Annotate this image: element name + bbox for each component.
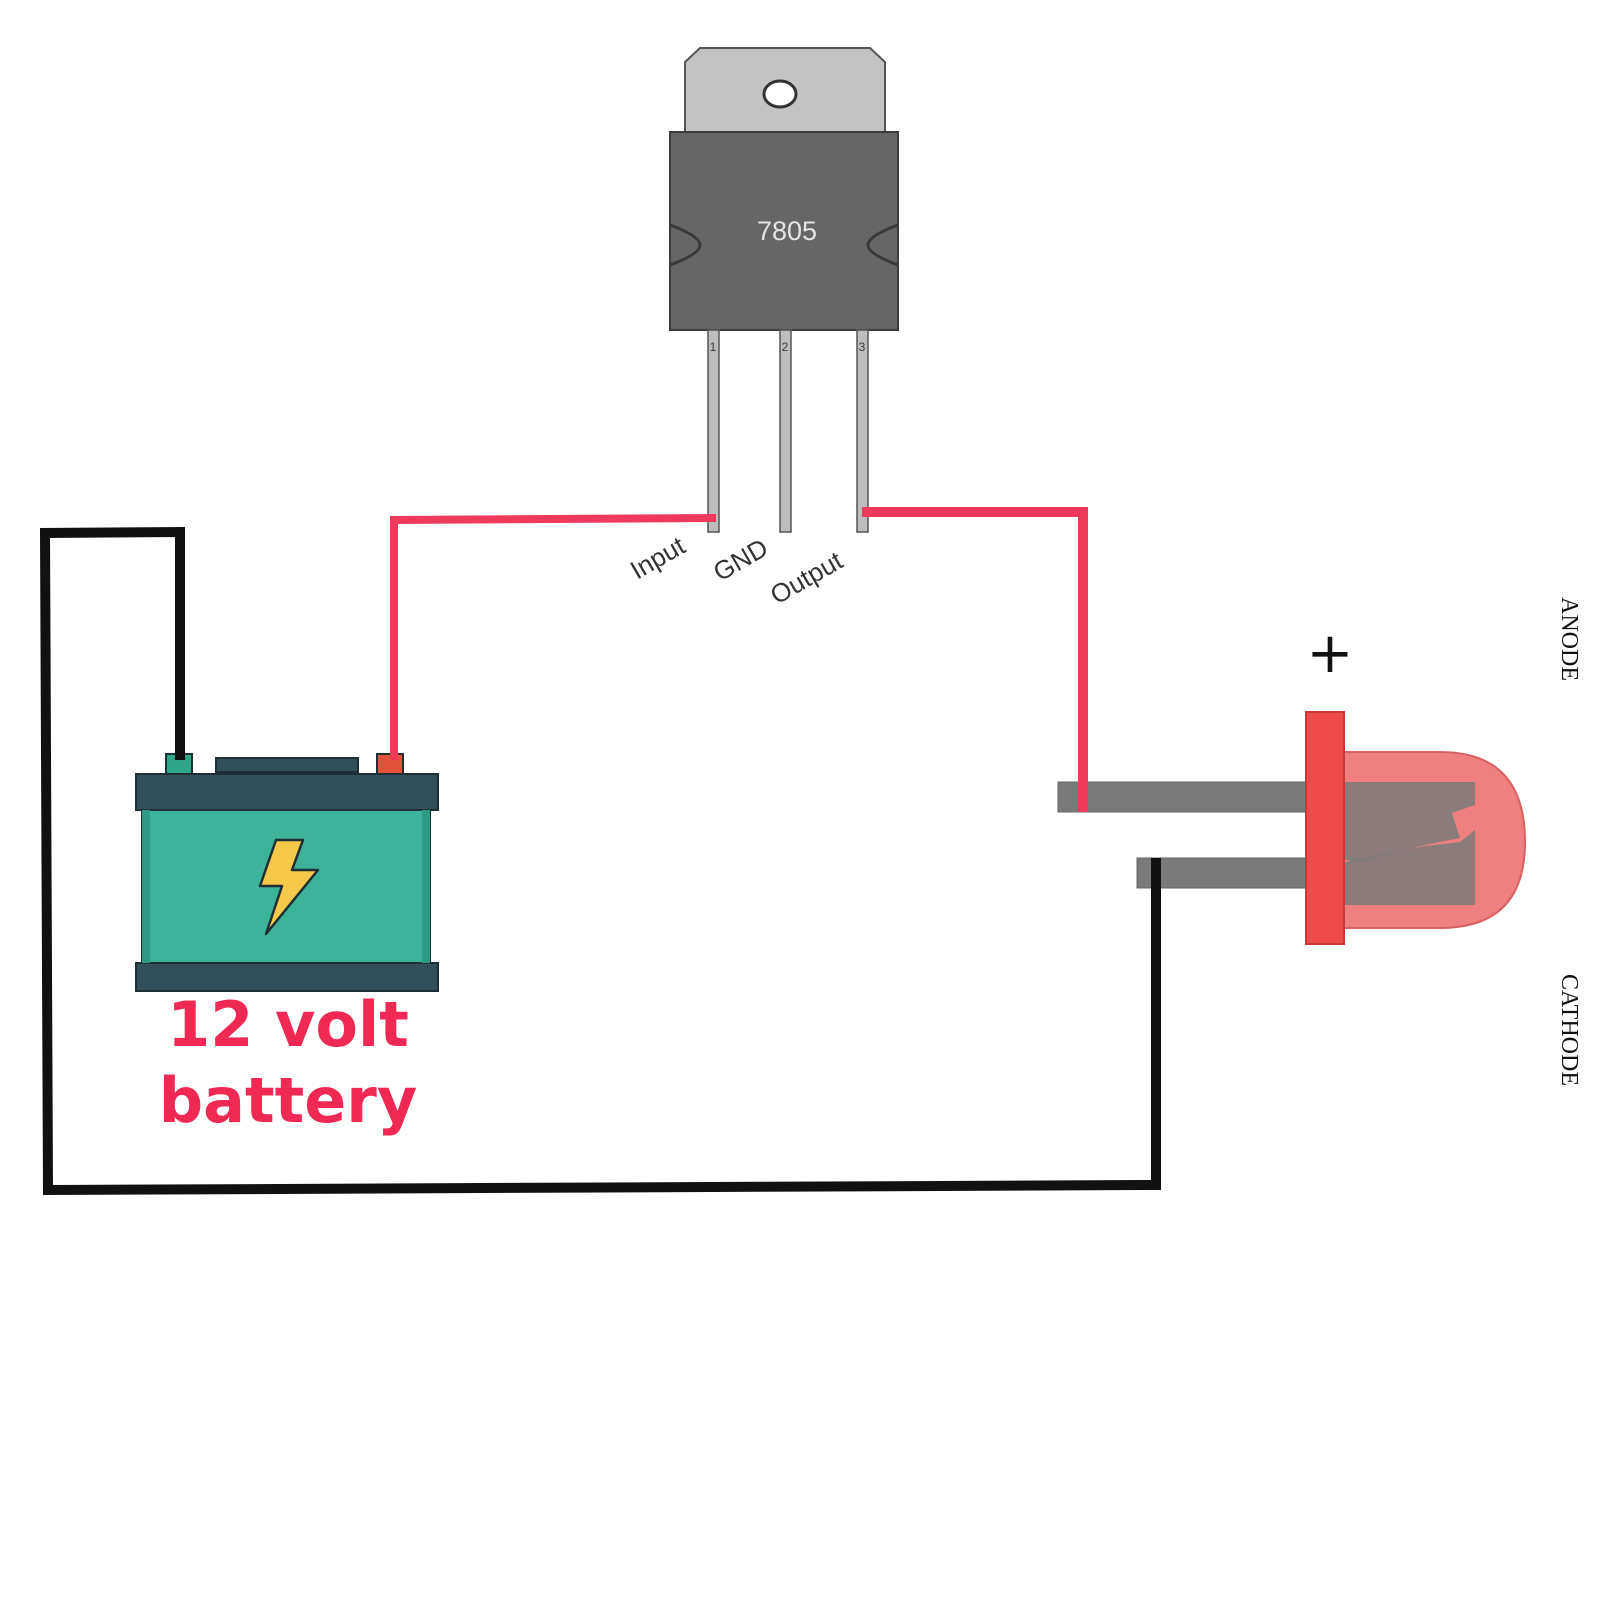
pin-number-1: 1 bbox=[710, 340, 717, 354]
led-internal-anvil bbox=[1345, 830, 1475, 905]
wire-output-to-led-anode bbox=[862, 507, 1088, 812]
regulator-body bbox=[669, 131, 899, 331]
led: + bbox=[1057, 621, 1527, 945]
led-internal-leadframe bbox=[1345, 782, 1475, 862]
pin-number-2: 2 bbox=[782, 340, 789, 354]
regulator-pin-input bbox=[707, 329, 720, 533]
battery-side-left bbox=[142, 810, 150, 963]
regulator-pin-gnd bbox=[779, 329, 792, 533]
battery-top-cover bbox=[215, 757, 359, 773]
regulator-pin-output bbox=[856, 329, 869, 533]
pin-label-output: Output bbox=[765, 545, 848, 610]
battery-caption-line2: battery bbox=[159, 1064, 418, 1137]
wire-battery-positive-to-input bbox=[390, 514, 717, 760]
battery-side-right bbox=[422, 810, 430, 963]
led-polarity-plus: + bbox=[1307, 621, 1354, 686]
led-anode-leg bbox=[1057, 781, 1309, 813]
pin-number-3: 3 bbox=[859, 340, 866, 354]
pin-label-input: Input bbox=[625, 530, 691, 585]
wire-battery-negative-to-led-cathode bbox=[39, 526, 1161, 1196]
anode-label: ANODE bbox=[1556, 597, 1582, 681]
led-flange bbox=[1305, 711, 1345, 945]
regulator-part-number: 7805 bbox=[757, 216, 817, 246]
regulator-notch-left bbox=[669, 223, 702, 267]
regulator-notch-right bbox=[866, 223, 899, 267]
battery bbox=[135, 753, 439, 992]
voltage-regulator-7805: 7805 1 2 3 Input GND Output bbox=[625, 47, 899, 610]
heatsink-mounting-hole bbox=[762, 79, 798, 109]
led-cathode-leg bbox=[1136, 857, 1308, 889]
battery-bottom-band bbox=[135, 962, 439, 992]
battery-caption-line1: 12 volt bbox=[167, 988, 409, 1061]
cathode-label: CATHODE bbox=[1556, 974, 1582, 1086]
lightning-bolt-icon bbox=[258, 838, 320, 936]
pin-label-gnd: GND bbox=[708, 532, 773, 587]
battery-top-band bbox=[135, 773, 439, 811]
